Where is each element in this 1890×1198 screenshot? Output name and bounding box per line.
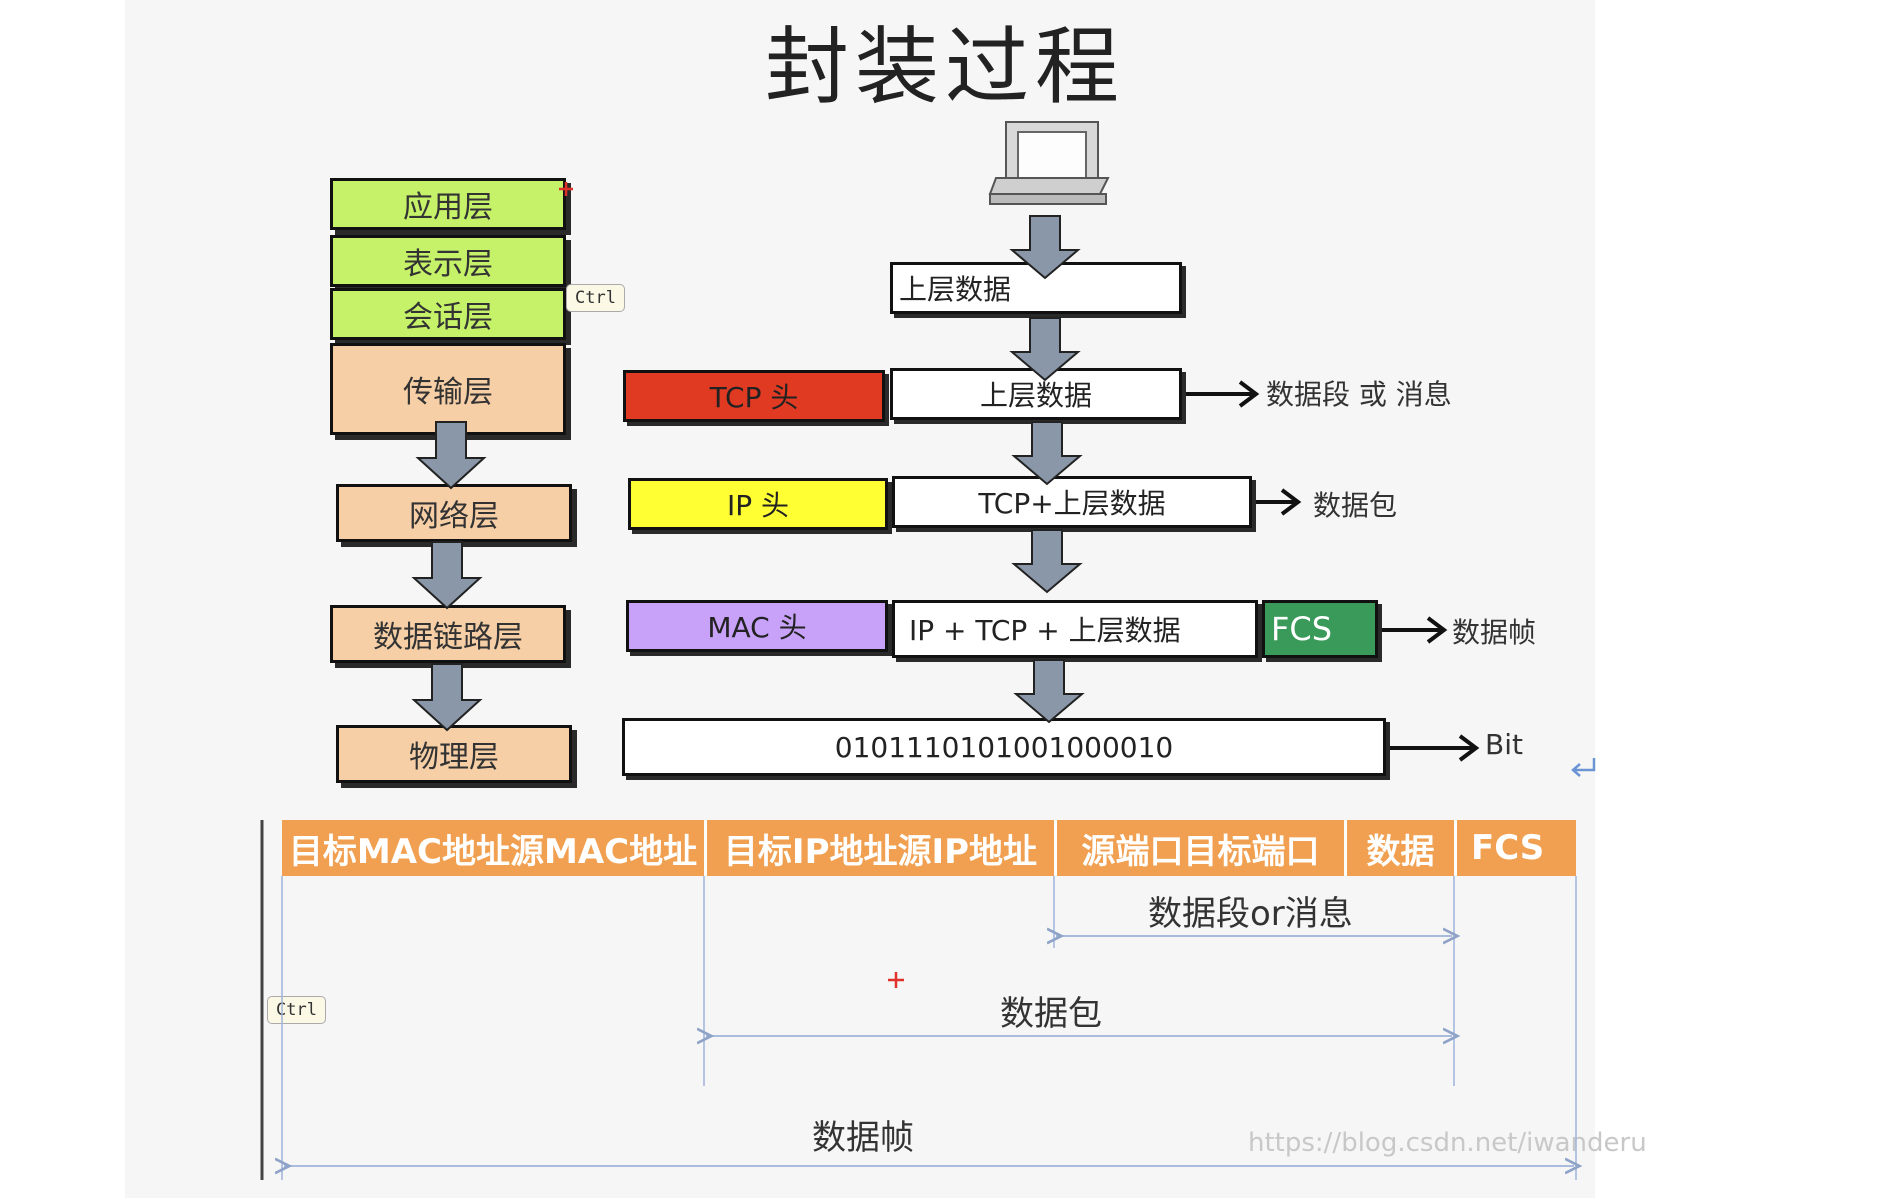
bits-box: 0101110101001000010 [622,718,1386,776]
ip-header-box: IP 头 [628,478,888,530]
segment-label: 数据段 或 消息 [1266,378,1452,411]
bit-label: Bit [1485,728,1523,761]
page-title: 封装过程 [764,18,1125,116]
network-data-box: TCP+上层数据 [892,476,1252,528]
right-arrow-icon [1186,380,1480,762]
field-mac-addresses: 目标MAC地址源MAC地址 [282,820,704,876]
link-data-box: IP + TCP + 上层数据 [892,600,1258,658]
layer-network: 网络层 [336,484,572,542]
layer-physical: 物理层 [336,725,572,783]
ctrl-tooltip-top: Ctrl [566,284,625,312]
down-arrow-icon [1009,215,1085,724]
layer-presentation: 表示层 [330,235,566,287]
fcs-trailer-box: FCS [1262,600,1378,658]
down-arrow-icon [411,421,487,732]
span-frame-label: 数据帧 [812,1118,914,1158]
return-icon [1571,758,1596,777]
field-fcs: FCS [1454,820,1576,876]
field-data: 数据 [1344,820,1454,876]
layer-transport: 传输层 [330,343,566,435]
computer-icon [988,121,1110,205]
span-segment-label: 数据段or消息 [1148,894,1353,934]
frame-label: 数据帧 [1452,616,1537,649]
mac-header-box: MAC 头 [626,600,888,652]
layer-application: 应用层 [330,178,566,230]
field-ip-addresses: 目标IP地址源IP地址 [704,820,1054,876]
cursor-marker [559,182,904,988]
ctrl-tooltip-bottom: Ctrl [267,996,326,1024]
span-packet-label: 数据包 [1000,994,1102,1034]
watermark: https://blog.csdn.net/iwanderu [1248,1128,1647,1158]
field-ports: 源端口目标端口 [1054,820,1344,876]
layer-session: 会话层 [330,288,566,340]
tcp-header-box: TCP 头 [623,370,885,422]
packet-label: 数据包 [1313,489,1398,522]
